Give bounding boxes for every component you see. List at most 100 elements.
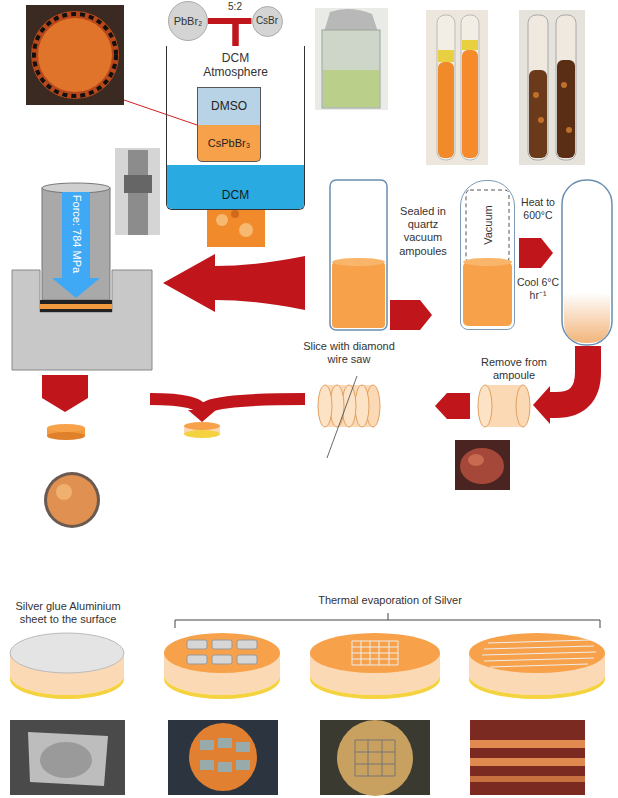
photo-result: [470, 758, 585, 766]
photo-tubes: [426, 10, 488, 165]
photo-piston: [115, 148, 160, 235]
photo-beaker: [324, 9, 378, 32]
photo-result: [320, 720, 430, 795]
electrode-disc: [10, 633, 124, 673]
crystal-cone: [207, 205, 265, 247]
crystal-cone: [216, 214, 228, 226]
step-label: Cool 6°C hr⁻¹: [515, 276, 561, 301]
press-die: [40, 304, 112, 309]
process-arrow: [188, 410, 216, 422]
process-arrow: [435, 393, 470, 419]
step-label: Sealed in quartz vacuum ampoules: [390, 205, 456, 258]
electrode-disc: [310, 633, 440, 699]
photo-tubes: [462, 40, 478, 50]
photo-result: [200, 760, 214, 770]
reagent-circle: PbBr₂: [168, 1, 208, 41]
photo-tubes-dark: [557, 60, 575, 158]
small-disc: [184, 422, 220, 438]
funnel-pipe: [208, 21, 236, 46]
photo-crystal: [455, 440, 510, 490]
process-arrow: [163, 254, 305, 312]
leader-line: [124, 100, 197, 125]
solvent-layer: DMSO: [197, 87, 261, 125]
beaker: DCM AtmosphereDMSO CsPbBr₃ DCM: [166, 46, 305, 210]
photo-result: [218, 762, 232, 772]
photo-result: [470, 720, 585, 795]
funnel-pipe: [236, 21, 252, 46]
crystal-cone: [239, 223, 253, 237]
pellet-disc: [47, 424, 85, 440]
ampoule-fill: [463, 190, 512, 326]
photo-result: [470, 776, 585, 782]
node-text: CsBr: [256, 15, 278, 27]
photo-tubes-dark: [528, 15, 548, 160]
node-text: DMSO: [211, 100, 247, 114]
pellet-disc: [47, 432, 85, 440]
photo-beaker: [322, 30, 380, 108]
leader-line: [124, 100, 197, 125]
ampoule: Vacuum: [460, 180, 515, 330]
electrode-disc: [237, 655, 257, 664]
photo-pellet: [56, 484, 72, 500]
electrode-disc: [164, 675, 280, 699]
photo-beaker: [323, 70, 379, 107]
press-die: [12, 183, 152, 370]
dcm-bath: DCM: [167, 165, 304, 209]
sliced-cylinder: [318, 385, 332, 427]
ampoule-fill: [466, 190, 509, 262]
electrode-disc: [187, 640, 207, 649]
photo-beaker: [315, 8, 388, 110]
pellet-disc: [47, 424, 85, 432]
photo-result: [189, 723, 257, 791]
photo-result: [320, 720, 430, 796]
electrode-disc: [212, 640, 232, 649]
process-arrow: [163, 254, 305, 312]
crystal-cone: [231, 210, 239, 218]
electrode-disc: [310, 633, 440, 673]
small-disc: [184, 430, 220, 438]
electrode-disc: [237, 640, 257, 649]
step-label: Force: 784 MPa: [69, 195, 82, 273]
photo-tubes-dark: [556, 15, 576, 160]
photo-tubes-dark: [561, 82, 567, 88]
bracket: [175, 613, 600, 628]
electrode-disc: [187, 655, 207, 664]
photo-tubes-dark: [538, 117, 544, 123]
photo-tubes-dark: [519, 10, 585, 165]
electrode-disc: [310, 675, 440, 699]
press-die: [40, 309, 112, 312]
photo-result: [200, 740, 214, 750]
photo-crystal: [460, 448, 504, 484]
photo-tubes-dark: [529, 70, 547, 158]
photo-beaker: [315, 8, 388, 110]
electrode-disc: [212, 655, 232, 664]
electrode-disc: [164, 633, 280, 699]
test-tube: [330, 180, 387, 330]
photo-tubes-dark: [566, 127, 572, 133]
process-arrow: [42, 375, 88, 412]
photo-result: [10, 720, 125, 795]
photo-result: [28, 732, 108, 786]
step-label: Slice with diamond wire saw: [293, 340, 405, 366]
photo-tubes: [438, 50, 454, 62]
photo-tubes: [437, 15, 455, 160]
photo-tubes: [426, 10, 488, 165]
reagent-circle: CsBr: [252, 6, 283, 37]
photo-result: [236, 742, 250, 752]
process-arrow: [519, 238, 553, 268]
step-label: Thermal evaporation of Silver: [260, 594, 520, 607]
node-text: CsPbBr₃: [208, 137, 250, 150]
process-arrow: [533, 386, 550, 424]
crystal-layer: CsPbBr₃: [197, 125, 261, 162]
sliced-cylinder: [318, 376, 380, 458]
electrode-disc: [10, 675, 124, 699]
photo-result: [168, 720, 278, 795]
node-text: DCM Atmosphere: [196, 52, 276, 80]
photo-piston: [124, 175, 152, 193]
photo-inset: [26, 5, 124, 105]
photo-tubes-dark: [519, 10, 585, 165]
photo-tubes: [461, 15, 479, 160]
